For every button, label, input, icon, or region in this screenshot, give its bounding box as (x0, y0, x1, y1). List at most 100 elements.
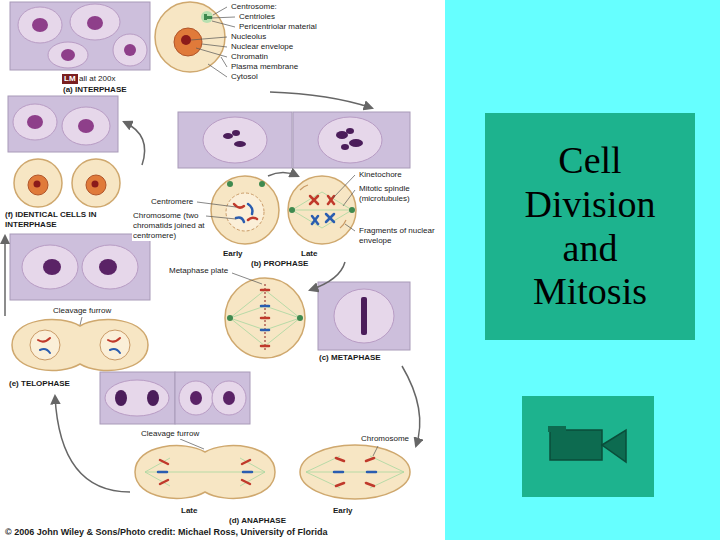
metaphase-cell-part-part (265, 290, 300, 318)
prophase-cell-part-part (328, 196, 334, 204)
anaphase-cell-part-part (243, 471, 252, 474)
anaphase-cell (135, 446, 275, 499)
micrograph-part (62, 107, 110, 145)
prophase-cell-part (211, 176, 279, 244)
interphase-cell (155, 2, 225, 72)
prophase-cell-part-part (326, 214, 334, 222)
micrograph-part (203, 117, 267, 163)
anaphase-cell (300, 445, 410, 499)
daughter-cells-part (14, 159, 62, 207)
cycle-arrow-part (4, 236, 6, 316)
micrograph-part (115, 390, 127, 406)
micrograph-part (223, 391, 235, 405)
metaphase-cell-part-part (230, 318, 265, 346)
anaphase-cell-part-part (306, 472, 404, 473)
metaphase-cell-part-part (265, 306, 300, 318)
structure-label: Mitotic spindle (microtubules) (358, 184, 440, 204)
leader-line-part (206, 216, 236, 219)
micrograph-part (113, 34, 147, 66)
micrograph-part (48, 42, 88, 68)
structure-label: Chromatin (230, 52, 269, 62)
structure-label: Nuclear envelope (230, 42, 294, 52)
leader-line-part (212, 21, 235, 27)
telophase-cell (12, 320, 148, 371)
anaphase-cell-part (306, 456, 404, 488)
daughter-cells-part (92, 181, 99, 188)
prophase-cell-part (234, 204, 257, 222)
leader-line (80, 317, 82, 325)
metaphase-cell (225, 278, 305, 358)
anaphase-cell-part-part (145, 458, 170, 472)
prophase-cell-part-part (328, 196, 334, 204)
micrograph-part (212, 381, 246, 415)
micrograph-part (179, 381, 213, 415)
micrograph-part (70, 4, 120, 40)
prophase-cell-part (300, 185, 308, 190)
metaphase-cell-part (297, 315, 303, 321)
micrograph-part (22, 245, 78, 289)
micrograph-part (61, 49, 75, 61)
structure-label: Cleavage furrow (52, 306, 112, 316)
cycle-arrow-part (268, 173, 298, 177)
micrograph (318, 282, 410, 350)
anaphase-cell-part-part (367, 471, 376, 474)
leader-line (180, 439, 204, 449)
anaphase-cell-part (145, 458, 265, 486)
structure-label: Pericentriolar material (238, 22, 318, 32)
anaphase-cell-part-part (336, 458, 344, 461)
structure-label: Metaphase plate (168, 266, 229, 276)
micrograph-part (234, 141, 246, 147)
anaphase-cell-part-part (160, 460, 168, 464)
prophase-cell-part (289, 207, 295, 213)
cycle-arrow-part (124, 122, 145, 165)
video-icon-part (548, 426, 566, 432)
prophase-cell (288, 176, 356, 244)
micrograph-part (178, 112, 292, 168)
anaphase-cell-part-part (160, 480, 168, 484)
micrograph-part (10, 2, 150, 70)
phase-label: (b) PROPHASE (250, 259, 309, 269)
title-text: Cell Division and Mitosis (510, 139, 670, 314)
interphase-cell-part (207, 16, 212, 19)
anaphase-cell-part-part (240, 458, 265, 472)
prophase-cell-part-part (248, 218, 257, 220)
video-icon-part (550, 430, 602, 460)
leader-line (232, 273, 262, 284)
anaphase-cell-part-part (242, 480, 250, 484)
leader-line-part (343, 190, 355, 206)
anaphase-cell-part-part (145, 472, 265, 473)
metaphase-cell-part-part (261, 289, 269, 292)
telophase-cell-part-part (110, 349, 120, 353)
structure-label: Cleavage furrow (140, 429, 200, 439)
scale-badge: LM (62, 74, 78, 84)
daughter-cells-part (86, 175, 106, 195)
micrograph (10, 2, 150, 70)
micrograph-part (232, 130, 240, 136)
leader-line (373, 446, 378, 456)
micrograph-part (78, 119, 94, 133)
micrograph-part (18, 7, 62, 43)
micrograph-part (147, 390, 159, 406)
video-icon-part (602, 430, 626, 462)
metaphase-cell-part-part (230, 290, 265, 318)
phase-label: (d) ANAPHASE (228, 516, 287, 526)
leader-line-part (208, 64, 227, 77)
anaphase-cell-part (334, 458, 376, 486)
telophase-cell-part (12, 320, 148, 371)
micrograph (10, 234, 150, 300)
interphase-cell-part (174, 28, 202, 56)
prophase-cell-part-part (310, 196, 318, 204)
metaphase-cell-part-part (265, 318, 300, 346)
title-box: Cell Division and Mitosis (485, 113, 695, 340)
structure-label: all at 200x (78, 74, 116, 84)
micrograph-part (341, 144, 349, 150)
interphase-cell-part (201, 11, 213, 23)
micrograph (8, 96, 118, 152)
micrograph-part (27, 115, 43, 129)
phase-label: Early (222, 249, 244, 259)
structure-label: Nucleolus (230, 32, 267, 42)
prophase-cell-part-part (292, 210, 322, 228)
structure-label: Kinetochore (358, 170, 403, 180)
metaphase-cell-part (225, 278, 305, 358)
